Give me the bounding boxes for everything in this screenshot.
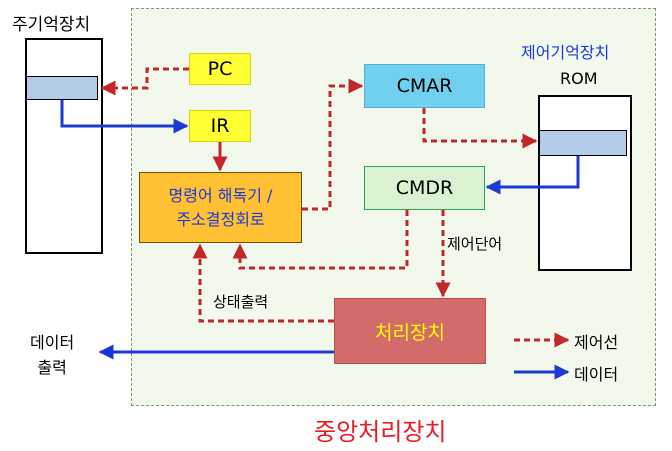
instruction-decoder: 명령어 해독기 / 주소결정회로 (139, 172, 302, 243)
processing-unit: 처리장치 (334, 298, 486, 364)
cmar-to-rom-wire (422, 108, 538, 149)
cmar-register: CMAR (364, 64, 485, 108)
main-memory-slot (26, 76, 98, 100)
control-memory-subtitle: ROM (560, 69, 598, 88)
cmdr-register: CMDR (364, 166, 485, 210)
decoder-label-line1: 명령어 해독기 / (168, 185, 273, 205)
control-memory-title: 제어기억장치 (521, 43, 610, 62)
main-memory-block (25, 38, 103, 254)
legend-data-label: 데이터 (574, 365, 619, 384)
legend-control-label: 제어선 (574, 333, 619, 352)
main-memory-label: 주기억장치 (12, 15, 91, 35)
decoder-label-line2: 주소결정회로 (176, 209, 265, 229)
ir-register-label: IR (210, 115, 230, 137)
memory-to-ir-wire (60, 100, 189, 134)
pc-register: PC (189, 53, 251, 85)
ir-register: IR (189, 110, 251, 142)
pc-to-memory-wire (100, 67, 189, 96)
data-output-label: 데이터 출력 (30, 333, 75, 377)
decoder-to-cmar-wire (302, 78, 364, 211)
control-memory-block (538, 95, 632, 271)
control-word-label: 제어단어 (447, 235, 503, 253)
rom-to-cmdr-wire (485, 156, 580, 195)
cmar-register-label: CMAR (396, 75, 453, 97)
status-output-wire (192, 243, 334, 323)
processing-unit-label: 처리장치 (375, 321, 445, 344)
cmdr-to-decoder-wire (232, 210, 409, 270)
control-memory-slot (539, 130, 627, 156)
cmdr-register-label: CMDR (395, 177, 454, 199)
status-output-label: 상태출력 (213, 293, 269, 311)
cpu-label: 중앙처리장치 (314, 418, 447, 446)
pc-register-label: PC (207, 58, 233, 80)
